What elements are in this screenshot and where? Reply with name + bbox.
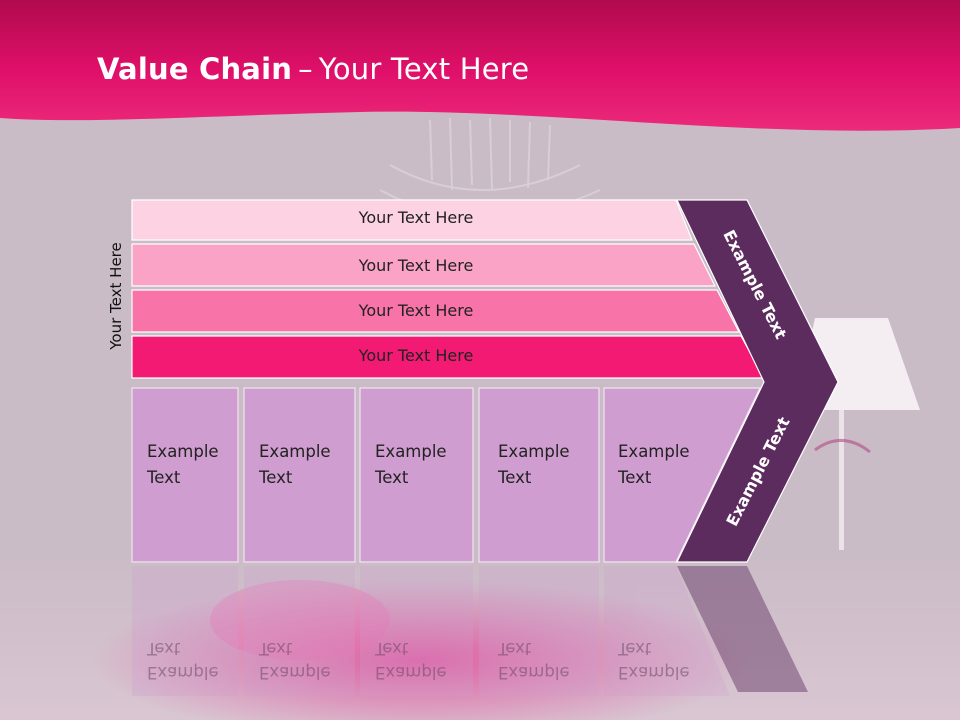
box-label-4-line2: Text bbox=[498, 468, 532, 487]
title-bold: Value Chain bbox=[97, 52, 293, 86]
band-label-1: Your Text Here bbox=[358, 208, 474, 227]
box-reflection-1: Example Text bbox=[147, 636, 219, 684]
box-label-4-line1: Example bbox=[498, 442, 570, 461]
box-reflection-2-line2: Text bbox=[259, 639, 293, 658]
diagram-reflection bbox=[132, 566, 730, 696]
chevron-reflection bbox=[677, 566, 808, 692]
box-reflection-3-line2: Text bbox=[375, 639, 409, 658]
box-reflection-5-line1: Example bbox=[618, 663, 690, 682]
slide-title: Value Chain–Your Text Here bbox=[97, 52, 529, 86]
activity-boxes bbox=[131, 387, 761, 563]
title-rest: Your Text Here bbox=[318, 52, 530, 86]
header-band bbox=[0, 0, 960, 131]
box-label-5-line1: Example bbox=[618, 442, 690, 461]
box-reflection-1-line2: Text bbox=[147, 639, 181, 658]
box-reflection-4-line2: Text bbox=[498, 639, 532, 658]
band-label-4: Your Text Here bbox=[358, 346, 474, 365]
box-reflection-2-line1: Example bbox=[259, 663, 331, 682]
box-label-5-line2: Text bbox=[618, 468, 652, 487]
box-reflection-4: Example Text bbox=[498, 636, 570, 684]
chevron-shape bbox=[676, 199, 839, 563]
box-reflection-5-line2: Text bbox=[618, 639, 652, 658]
box-reflection-3-line1: Example bbox=[375, 663, 447, 682]
title-dash: – bbox=[298, 52, 313, 86]
box-label-2-line1: Example bbox=[259, 442, 331, 461]
box-reflection-1-line1: Example bbox=[147, 663, 219, 682]
box-reflection-5: Example Text bbox=[618, 636, 690, 684]
box-reflection-2: Example Text bbox=[259, 636, 331, 684]
box-label-1-line2: Text bbox=[147, 468, 181, 487]
box-label-3-line2: Text bbox=[375, 468, 409, 487]
sofa-reflection bbox=[90, 580, 750, 720]
band-label-2: Your Text Here bbox=[358, 256, 474, 275]
box-label-1-line1: Example bbox=[147, 442, 219, 461]
band-3 bbox=[131, 289, 740, 333]
side-label: Your Text Here bbox=[107, 242, 125, 350]
box-reflection-3: Example Text bbox=[375, 636, 447, 684]
box-label-2-line2: Text bbox=[259, 468, 293, 487]
box-label-3-line1: Example bbox=[375, 442, 447, 461]
band-2 bbox=[131, 243, 716, 287]
band-label-3: Your Text Here bbox=[358, 301, 474, 320]
band-1 bbox=[131, 199, 693, 241]
box-reflection-4-line1: Example bbox=[498, 663, 570, 682]
